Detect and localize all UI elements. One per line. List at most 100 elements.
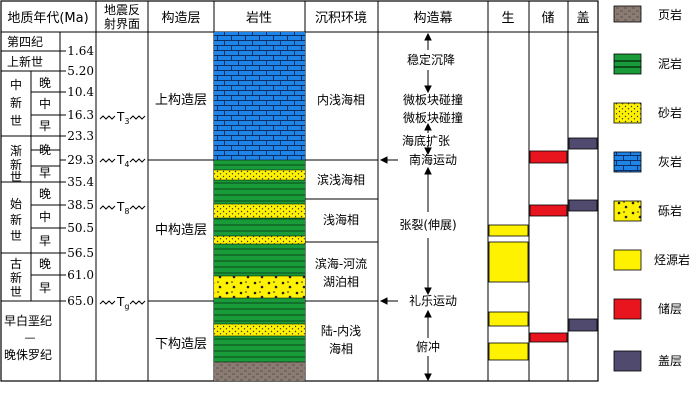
age-label: 38.5 bbox=[67, 198, 94, 212]
epoch-cretaceous: 早白垩纪 bbox=[4, 313, 52, 328]
age-ticks bbox=[60, 50, 66, 302]
epoch-quaternary: 第四纪 bbox=[7, 35, 43, 49]
env-inner-shallow: 内浅海相 bbox=[317, 92, 365, 107]
age-label: 16.3 bbox=[67, 108, 94, 122]
epoch-miocene-2: 新 bbox=[10, 95, 22, 110]
episode-liyue: 礼乐运动 bbox=[409, 293, 457, 308]
header-tectonic-layer: 构造层 bbox=[161, 11, 200, 26]
age-label: 23.3 bbox=[67, 129, 94, 143]
source-rock-bar bbox=[488, 224, 529, 237]
source-rock-bar bbox=[488, 311, 529, 327]
header-age: 地质年代(Ma) bbox=[7, 11, 88, 26]
horizon-t8-label: T8 bbox=[116, 200, 129, 216]
sandstone-layer bbox=[214, 236, 305, 244]
legend-swatch-sandstone bbox=[613, 102, 642, 124]
header-source: 生 bbox=[501, 11, 514, 26]
horizon-wavy bbox=[99, 300, 116, 305]
cap-bar bbox=[568, 318, 598, 332]
legend-swatch-limestone bbox=[613, 151, 642, 173]
age-label: 61.0 bbox=[67, 268, 94, 282]
age-label: 10.4 bbox=[67, 85, 94, 99]
header-tectonic-episode: 构造幕 bbox=[413, 11, 452, 26]
horizon-wavy bbox=[129, 300, 146, 305]
age-label: 1.64 bbox=[67, 44, 94, 58]
seismic-horizons bbox=[99, 115, 146, 305]
sub-epoch-late: 晚 bbox=[39, 143, 51, 157]
tectonic-layer-middle: 中构造层 bbox=[155, 223, 207, 238]
mudstone-layer bbox=[214, 180, 305, 190]
horizon-wavy bbox=[99, 115, 116, 120]
age-label: 5.20 bbox=[67, 64, 94, 78]
cap-bar bbox=[568, 137, 598, 150]
sandstone-layer bbox=[214, 324, 305, 336]
epoch-dash: — bbox=[25, 331, 36, 344]
epoch-jurassic: 晚侏罗纪 bbox=[4, 348, 52, 362]
age-labels: 1.64 5.20 10.4 16.3 23.3 29.3 35.4 38.5 … bbox=[67, 44, 94, 308]
source-rock-bar bbox=[488, 241, 529, 283]
legend-swatch-mudstone bbox=[613, 53, 642, 75]
epoch-oligocene-2: 新 bbox=[10, 157, 22, 172]
epoch-eocene-2: 新 bbox=[10, 212, 22, 227]
env-shallow: 浅海相 bbox=[323, 212, 359, 227]
legend: 页岩 泥岩 砂岩 灰岩 砾岩 烃源岩 储层 盖层 bbox=[613, 5, 690, 372]
sub-epoch-middle: 中 bbox=[39, 96, 51, 111]
horizon-t4-label: T4 bbox=[116, 153, 129, 169]
legend-swatch-conglomerate bbox=[613, 200, 642, 222]
age-label: 35.4 bbox=[67, 175, 94, 189]
sub-epoch-late: 晚 bbox=[39, 187, 51, 201]
epoch-miocene-1: 中 bbox=[10, 77, 22, 92]
sub-epoch-early: 早 bbox=[39, 234, 51, 248]
env-littoral-fluvial-2: 湖泊相 bbox=[323, 274, 359, 289]
sub-epoch-middle: 中 bbox=[39, 209, 51, 224]
horizon-tg-label: Tg bbox=[116, 295, 129, 311]
env-littoral-shallow: 滨浅海相 bbox=[317, 172, 365, 187]
epoch-eocene-1: 始 bbox=[10, 197, 22, 211]
epoch-paleocene-3: 世 bbox=[10, 285, 22, 299]
source-rock-intervals bbox=[488, 224, 529, 361]
header-environment: 沉积环境 bbox=[315, 11, 367, 26]
epoch-oligocene-3: 世 bbox=[10, 170, 22, 184]
env-continental-1: 陆-内浅 bbox=[321, 323, 361, 338]
legend-label-source-rock: 烃源岩 bbox=[654, 252, 690, 267]
sub-epoch-early: 早 bbox=[39, 166, 51, 180]
horizon-wavy bbox=[129, 205, 146, 210]
header-lithology: 岩性 bbox=[246, 11, 272, 26]
sub-epoch-early: 早 bbox=[39, 281, 51, 295]
reservoir-bar bbox=[529, 150, 568, 164]
epoch-pliocene: 上新世 bbox=[7, 54, 43, 69]
legend-label-mudstone: 泥岩 bbox=[658, 56, 682, 71]
mudstone-layer bbox=[214, 218, 305, 236]
age-label: 50.5 bbox=[67, 221, 94, 235]
legend-label-reservoir: 储层 bbox=[658, 301, 682, 316]
legend-swatch-source-rock bbox=[613, 249, 642, 271]
reservoir-intervals bbox=[529, 150, 568, 343]
episode-spreading: 海底扩张 bbox=[402, 133, 450, 148]
epoch-paleocene-1: 古 bbox=[10, 256, 22, 271]
legend-label-sandstone: 砂岩 bbox=[658, 105, 682, 120]
mudstone-layer bbox=[214, 190, 305, 204]
source-rock-bar bbox=[488, 342, 529, 361]
header-reservoir: 储 bbox=[541, 11, 554, 26]
legend-label-limestone: 灰岩 bbox=[658, 154, 682, 169]
legend-label-conglomerate: 砾岩 bbox=[658, 203, 682, 218]
conglomerate-layer bbox=[214, 276, 305, 298]
reservoir-bar bbox=[529, 332, 568, 343]
sandstone-layer bbox=[214, 170, 305, 180]
horizon-wavy bbox=[99, 158, 116, 163]
sandstone-layer bbox=[214, 204, 305, 218]
sub-epoch-late: 晚 bbox=[39, 76, 51, 90]
age-column-grid bbox=[1, 32, 61, 381]
cap-bar bbox=[568, 199, 598, 212]
reservoir-bar bbox=[529, 204, 568, 217]
episode-stable-subsidence: 稳定沉降 bbox=[407, 52, 455, 67]
header-cap: 盖 bbox=[576, 11, 589, 26]
limestone-layer bbox=[214, 32, 305, 160]
episode-rifting: 张裂(伸展) bbox=[399, 218, 456, 232]
horizon-wavy bbox=[99, 205, 116, 210]
episode-nanhai: 南海运动 bbox=[409, 152, 457, 167]
episode-thrust: 俯冲 bbox=[416, 339, 440, 354]
episode-collision: 微板块碰撞 bbox=[403, 92, 463, 107]
episode-collision-2: 微板块碰撞 bbox=[403, 110, 463, 125]
age-label: 56.5 bbox=[67, 246, 94, 260]
